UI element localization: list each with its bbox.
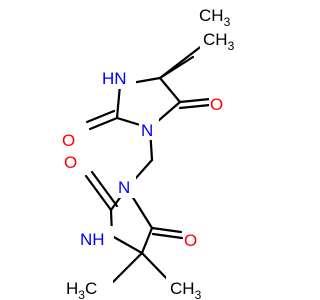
- bond-c4-o-b: [151, 232, 184, 240]
- bottom-nh-label: NH: [80, 230, 105, 249]
- top-n-label: N: [141, 121, 153, 140]
- bond-c5-methyl-left: [111, 251, 144, 284]
- bottom-oxygen-right-label: O: [184, 231, 197, 250]
- top-nh-label: HN: [102, 69, 127, 88]
- top-methyl-upper-label: CH3: [199, 6, 231, 29]
- top-methyl-lower: CH3: [200, 27, 248, 53]
- svg-text:CH3: CH3: [203, 30, 235, 53]
- bottom-methyl-right-label: CH3: [170, 279, 202, 300]
- bottom-methyl-left: H3C: [61, 271, 113, 300]
- bond-c2-o-b: [85, 109, 116, 124]
- top-methyl-lower-label: CH3: [203, 30, 235, 53]
- bond-c4-c5: [158, 76, 182, 104]
- bond-nh-c5: [110, 234, 144, 255]
- bottom-ring-labels: N O NH O H3C CH3: [61, 148, 218, 300]
- bond-c2-o-b: [90, 170, 119, 208]
- bond-c4-o-a: [178, 97, 212, 104]
- bond-c2-o-a: [88, 116, 119, 131]
- bottom-methyl-right: CH3: [166, 271, 218, 300]
- top-ring-bonds: [85, 36, 214, 162]
- bond-c2-o-a: [84, 174, 113, 212]
- top-ring-labels: HN N O O CH3 CH3: [61, 3, 248, 150]
- bottom-n-label: N: [118, 178, 130, 197]
- bond-c4-o-a: [150, 226, 183, 234]
- top-oxygen-right-label: O: [210, 95, 223, 114]
- bond-c4-o-b: [178, 103, 212, 110]
- top-methyl-upper: CH3: [197, 3, 243, 29]
- bottom-methyl-left-label: H3C: [66, 279, 97, 300]
- svg-text:CH3: CH3: [170, 279, 202, 300]
- bond-nh-c2: [115, 83, 122, 120]
- bond-c5-c4: [140, 226, 154, 255]
- bond-c5-methyl-right: [140, 251, 172, 284]
- bottom-oxygen-upper-label: O: [64, 153, 77, 172]
- svg-text:H3C: H3C: [66, 279, 97, 300]
- svg-text:CH3: CH3: [199, 6, 231, 29]
- molecule-structure: HN N O O CH3 CH3 N O NH O: [61, 3, 248, 300]
- top-oxygen-left-label: O: [62, 131, 75, 150]
